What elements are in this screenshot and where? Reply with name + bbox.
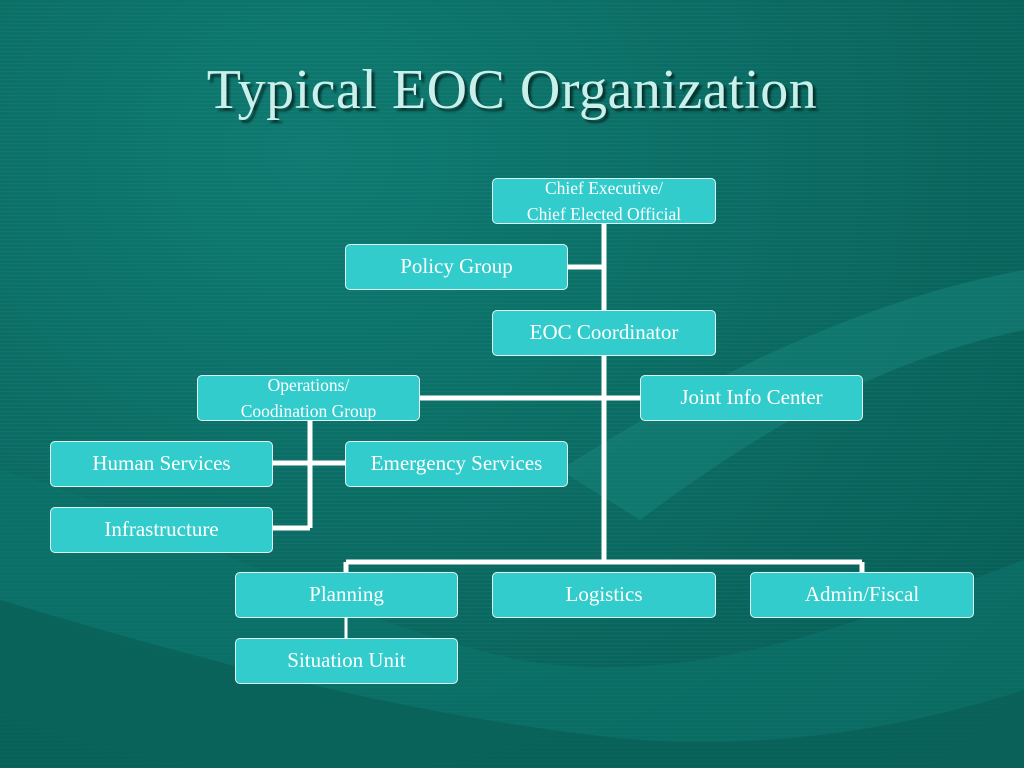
chief-executive-line1: Chief Executive/ <box>544 177 664 198</box>
emergency-services-box: Emergency Services <box>345 441 568 487</box>
planning-box: Planning <box>235 572 458 618</box>
eoc-coordinator-box: EOC Coordinator <box>492 310 716 356</box>
operations-line2: Coodination Group <box>240 401 377 421</box>
policy-group-box: Policy Group <box>345 244 568 290</box>
human-services-box: Human Services <box>50 441 273 487</box>
chief-executive-line2: Chief Elected Official <box>526 204 682 224</box>
operations-line1: Operations/ <box>267 374 350 395</box>
situation-unit-box: Situation Unit <box>235 638 458 684</box>
admin-fiscal-box: Admin/Fiscal <box>750 572 974 618</box>
logistics-box: Logistics <box>492 572 716 618</box>
operations-group-box: Operations/ Coodination Group <box>197 375 420 421</box>
chief-executive-box: Chief Executive/ Chief Elected Official <box>492 178 716 224</box>
slide-title: Typical EOC Organization <box>206 59 818 121</box>
infrastructure-box: Infrastructure <box>50 507 273 553</box>
joint-info-center-box: Joint Info Center <box>640 375 863 421</box>
